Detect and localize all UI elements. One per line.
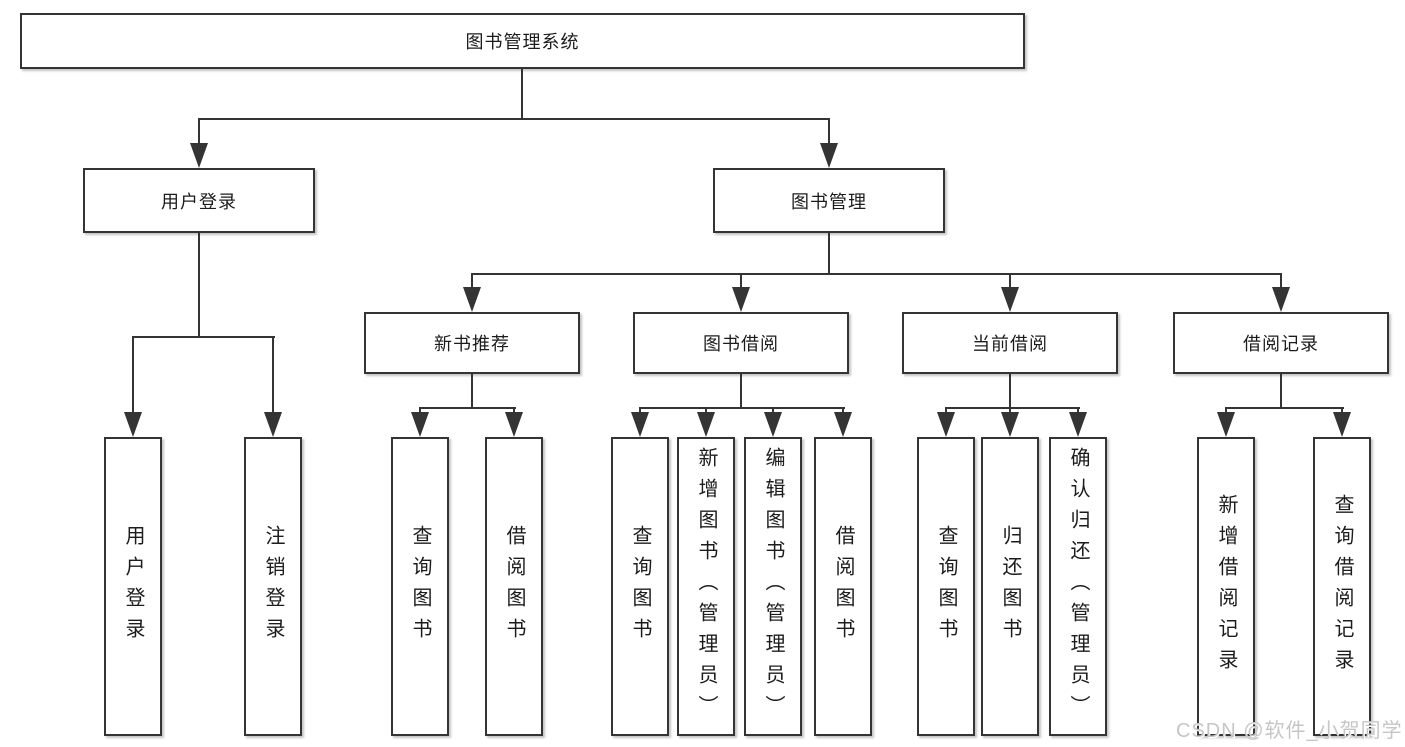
connector-records-down <box>1280 374 1282 409</box>
node-book-management: 图书管理 <box>713 168 945 233</box>
connector-current-down <box>1009 374 1011 409</box>
leaf-recommend-query-book: 查询图书 <box>391 437 449 736</box>
connector-level1-hline <box>198 118 830 120</box>
connector-book-mgmt-stem <box>828 118 830 148</box>
connector-leaf-logout-stem <box>272 336 274 416</box>
arrow-down-book-mgmt <box>820 143 838 168</box>
node-book-borrow: 图书借阅 <box>633 312 849 374</box>
connector-borrow-hline <box>639 407 845 409</box>
arrow-down-bor-query <box>631 412 649 437</box>
connector-recommend-hline <box>419 407 516 409</box>
leaf-current-return-book: 归还图书 <box>981 437 1039 736</box>
leaf-borrow-borrow-book: 借阅图书 <box>814 437 872 736</box>
leaf-borrow-add-book-admin: 新增图书（管理员） <box>677 437 735 736</box>
connector-book-mgmt-down <box>828 233 830 275</box>
arrow-down-bor-edit <box>764 412 782 437</box>
arrow-down-leaf-logout <box>264 412 282 437</box>
arrow-down-user-login <box>190 143 208 168</box>
connector-borrow-stem <box>740 273 742 291</box>
leaf-logout: 注销登录 <box>244 437 302 736</box>
leaf-records-query-record: 查询借阅记录 <box>1313 437 1371 736</box>
arrow-down-cur-return <box>1001 412 1019 437</box>
connector-user-login-hline <box>132 336 275 338</box>
node-root-library-system: 图书管理系统 <box>20 13 1025 69</box>
leaf-borrow-query-book: 查询图书 <box>611 437 669 736</box>
connector-current-stem <box>1009 273 1011 291</box>
arrow-down-rec-borrow <box>505 412 523 437</box>
arrow-down-bor-add <box>697 412 715 437</box>
arrow-down-cur-query <box>937 412 955 437</box>
node-new-book-recommend: 新书推荐 <box>364 312 580 374</box>
node-current-borrow: 当前借阅 <box>902 312 1118 374</box>
connector-user-login-stem <box>198 118 200 148</box>
arrow-down-rec-query <box>411 412 429 437</box>
leaf-current-query-book: 查询图书 <box>917 437 975 736</box>
connector-current-hline <box>945 407 1080 409</box>
arrow-down-record-query <box>1333 412 1351 437</box>
arrow-down-current <box>1001 287 1019 312</box>
connector-records-hline <box>1225 407 1344 409</box>
arrow-down-record-add <box>1217 412 1235 437</box>
csdn-watermark: CSDN @软件_小贺同学 <box>1176 720 1403 742</box>
arrow-down-recommend <box>463 287 481 312</box>
arrow-down-bor-borrow <box>834 412 852 437</box>
connector-root-stem <box>521 69 523 118</box>
leaf-user-login: 用户登录 <box>104 437 162 736</box>
connector-recommend-down <box>471 374 473 409</box>
connector-leaf-login-stem <box>132 336 134 416</box>
connector-borrow-down <box>740 374 742 409</box>
connector-user-login-down <box>198 233 200 338</box>
leaf-borrow-edit-book-admin: 编辑图书（管理员） <box>744 437 802 736</box>
leaf-current-confirm-return-admin: 确认归还（管理员） <box>1049 437 1107 736</box>
leaf-recommend-borrow-book: 借阅图书 <box>485 437 543 736</box>
arrow-down-records <box>1272 287 1290 312</box>
node-borrow-records: 借阅记录 <box>1173 312 1389 374</box>
connector-level2-hline <box>471 273 1282 275</box>
connector-recommend-stem <box>471 273 473 291</box>
arrow-down-borrow <box>732 287 750 312</box>
node-user-login: 用户登录 <box>83 168 315 233</box>
arrow-down-leaf-login <box>124 412 142 437</box>
connector-records-stem <box>1280 273 1282 291</box>
arrow-down-cur-confirm <box>1069 412 1087 437</box>
leaf-records-add-record: 新增借阅记录 <box>1197 437 1255 736</box>
